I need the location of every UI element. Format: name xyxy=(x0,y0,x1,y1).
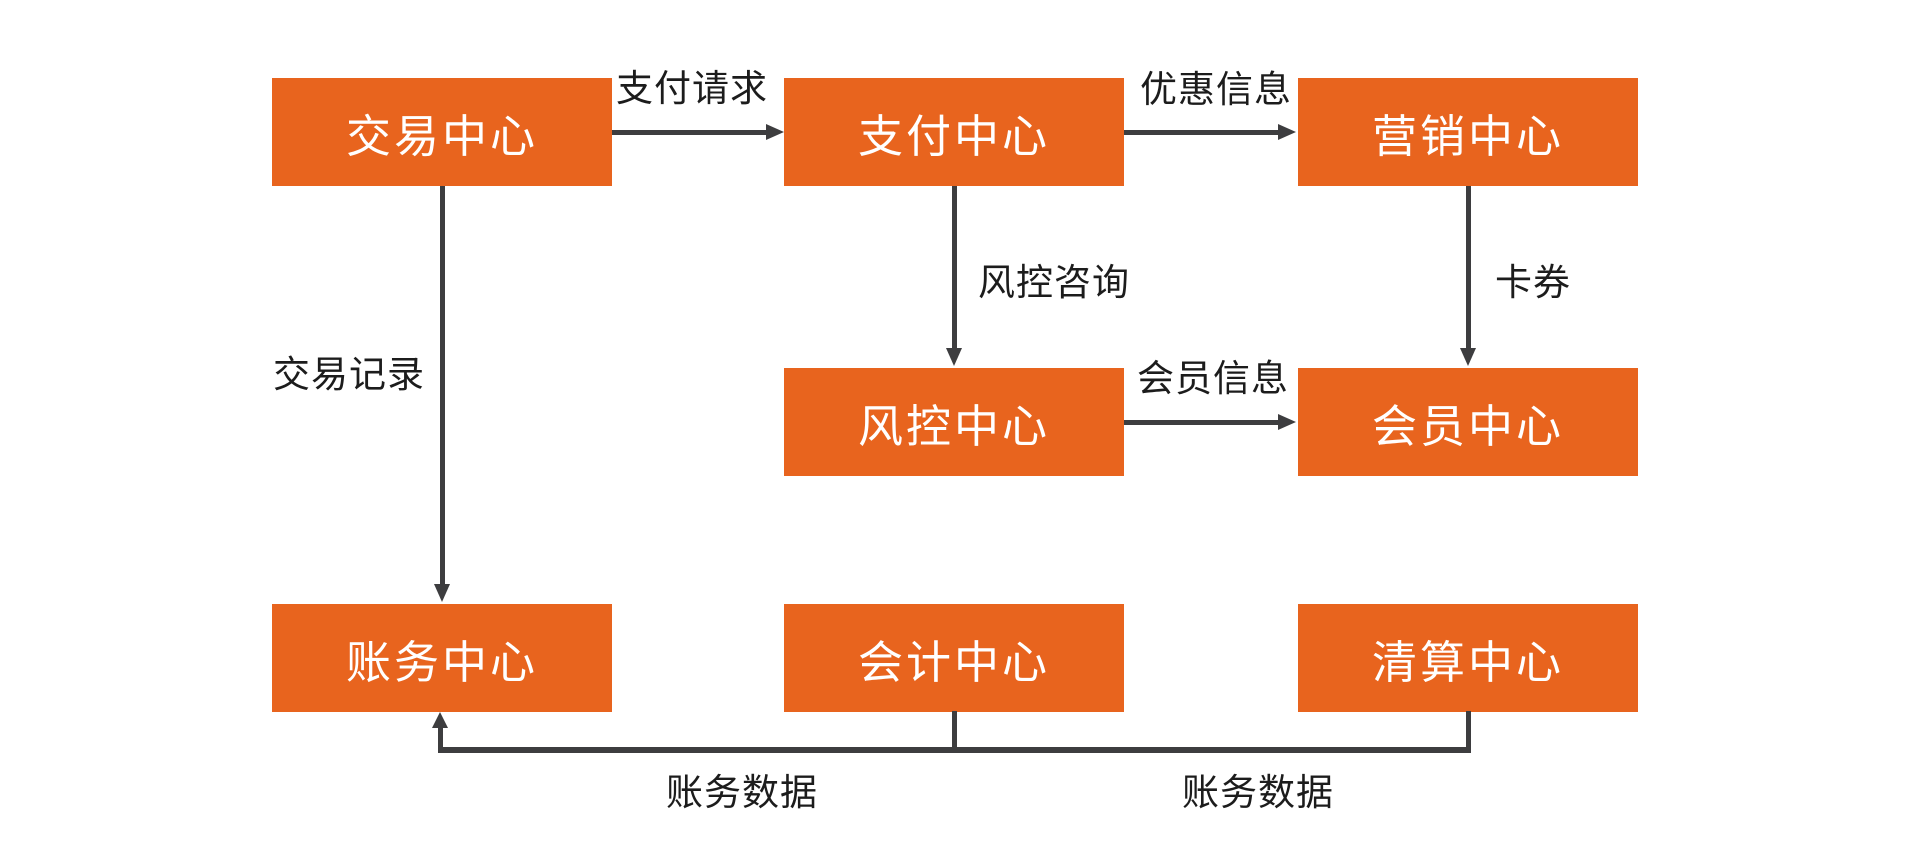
edge-label-trade-record: 交易记录 xyxy=(273,354,425,395)
edge-trade-payment-arrowhead xyxy=(766,124,784,140)
edge-payment-risk-line xyxy=(952,186,957,348)
node-trade-center: 交易中心 xyxy=(272,78,612,186)
edge-label-account-data-right: 账务数据 xyxy=(1182,772,1334,813)
node-marketing-center: 营销中心 xyxy=(1298,78,1638,186)
edge-payment-risk-arrowhead xyxy=(946,348,962,366)
edge-bookkeeping-drop-line xyxy=(952,711,957,751)
edge-label-risk-consult: 风控咨询 xyxy=(978,262,1130,303)
edge-marketing-member-line xyxy=(1466,186,1471,348)
edge-payment-marketing-arrowhead xyxy=(1278,124,1296,140)
edge-risk-member-line xyxy=(1124,420,1278,425)
edge-label-member-info: 会员信息 xyxy=(1137,358,1289,399)
edge-label-discount-info: 优惠信息 xyxy=(1140,69,1292,110)
edge-clearing-drop-line xyxy=(1466,711,1471,751)
edge-account-riser-line xyxy=(438,726,443,748)
edge-label-payment-request: 支付请求 xyxy=(616,68,768,109)
edge-trade-payment-line xyxy=(612,130,766,135)
edge-label-account-data-left: 账务数据 xyxy=(666,772,818,813)
edge-marketing-member-arrowhead xyxy=(1460,348,1476,366)
node-clearing-center: 清算中心 xyxy=(1298,604,1638,712)
node-bookkeeping-center: 会计中心 xyxy=(784,604,1124,712)
node-risk-center: 风控中心 xyxy=(784,368,1124,476)
node-member-center: 会员中心 xyxy=(1298,368,1638,476)
edge-risk-member-arrowhead xyxy=(1278,414,1296,430)
node-account-center: 账务中心 xyxy=(272,604,612,712)
edge-trade-account-arrowhead xyxy=(434,584,450,602)
edge-trade-account-line xyxy=(440,186,445,584)
edge-label-card-coupon: 卡券 xyxy=(1495,262,1571,303)
edge-payment-marketing-line xyxy=(1124,130,1278,135)
edge-bottom-bus-line xyxy=(438,747,1471,753)
node-payment-center: 支付中心 xyxy=(784,78,1124,186)
edge-account-riser-arrowhead xyxy=(432,712,448,728)
